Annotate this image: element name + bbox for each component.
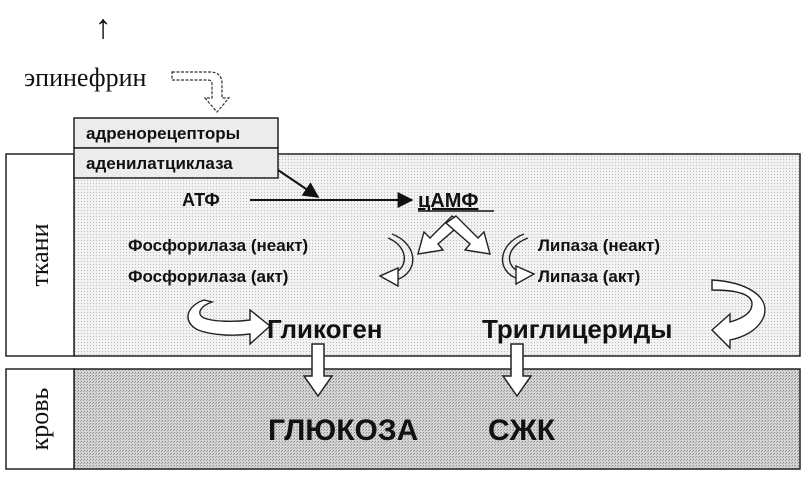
tissue-compartment <box>73 153 801 357</box>
glycogen-to-glucose-arrow <box>302 343 334 398</box>
phosphorylase-active: Фосфорилаза (акт) <box>128 267 288 286</box>
phosphorylase-activation-arrow <box>378 233 414 288</box>
atp-label: АТФ <box>182 190 220 210</box>
camp-to-lipase-arrow <box>444 215 491 255</box>
triglycerides-label: Триглицериды <box>482 314 672 344</box>
lipase-to-triglycerides-arrow <box>710 279 766 350</box>
tissue-label: ткани <box>25 223 54 286</box>
blood-compartment <box>73 368 801 470</box>
phosphorylase-to-glycogen-arrow <box>187 299 272 346</box>
increase-arrow: ↑ <box>95 8 112 46</box>
enzyme-box <box>73 147 279 179</box>
triglycerides-to-ffa-arrow <box>501 343 533 398</box>
lipase-activation-arrow <box>501 233 536 286</box>
ffa-label: СЖК <box>488 414 556 447</box>
camp-label: цАМФ <box>418 190 478 212</box>
lipase-inactive: Липаза (неакт) <box>538 236 660 255</box>
blood-label-box <box>5 368 75 470</box>
tissue-label-box <box>5 153 75 357</box>
lipase-active: Липаза (акт) <box>538 267 640 286</box>
glycogen-label: Гликоген <box>267 314 383 344</box>
hormone-to-receptor-arrow <box>171 71 231 113</box>
enzyme-label: аденилатциклаза <box>86 154 233 173</box>
receptors-label: адренорецепторы <box>86 124 240 143</box>
enzyme-to-reaction-arrow <box>277 169 320 198</box>
hormone-label: эпинефрин <box>24 63 147 92</box>
glucose-label: ГЛЮКОЗА <box>268 414 418 447</box>
phosphorylase-inactive: Фосфорилаза (неакт) <box>128 236 308 255</box>
blood-label: кровь <box>25 387 54 450</box>
